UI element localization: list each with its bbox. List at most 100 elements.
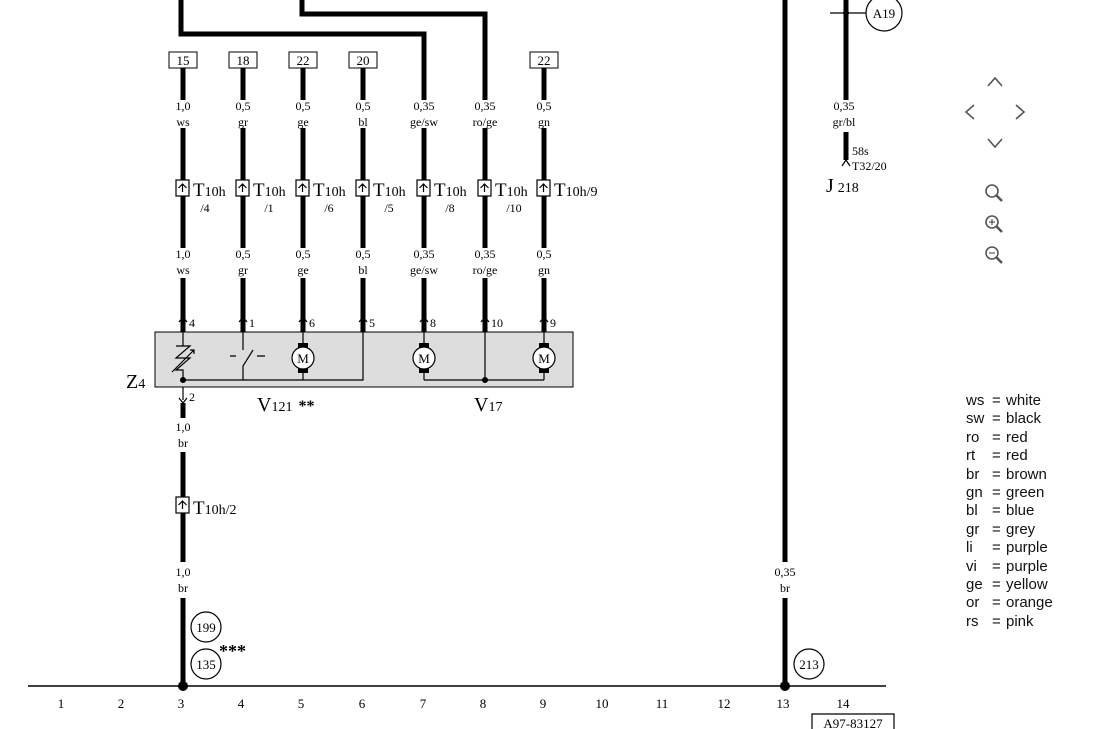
- reference-number: 135: [196, 657, 216, 672]
- pin-label: 58s: [852, 144, 869, 158]
- legend-name: pink: [1006, 612, 1034, 630]
- legend-name: grey: [1006, 520, 1036, 538]
- wire-gr-col2: 0,5 gr T10h /1 0,5 gr 1: [235, 99, 286, 332]
- motor-v121: M: [291, 343, 315, 373]
- connector-label: T32/20: [852, 159, 887, 173]
- pin-arrows: [178, 316, 549, 323]
- wire-ws-col1: 1,0 ws T10h /4 1,0 ws 4: [175, 99, 226, 332]
- legend-code: ro: [966, 428, 980, 446]
- wire-color: gr/bl: [833, 115, 856, 129]
- wire-size: 0,35: [475, 99, 496, 113]
- component-v17-label: V17: [474, 394, 502, 416]
- legend-name: orange: [1006, 594, 1053, 612]
- reference-number: 199: [196, 620, 216, 635]
- pan-left-icon[interactable]: [958, 102, 978, 124]
- connector-pin: /5: [384, 201, 393, 215]
- zoom-out-icon[interactable]: [985, 246, 1003, 264]
- legend-name: blue: [1006, 502, 1035, 520]
- pan-up-icon[interactable]: [984, 72, 1006, 90]
- terminal-22-b: 22: [529, 51, 559, 100]
- legend-row: gr=grey: [966, 521, 1053, 539]
- wire-size: 0,35: [414, 247, 435, 261]
- legend-code: sw: [966, 410, 985, 428]
- nav-controls: [958, 72, 1032, 264]
- legend-code: ge: [966, 576, 983, 594]
- legend-equals: =: [992, 520, 1001, 538]
- legend-code: vi: [966, 557, 977, 575]
- grid-number: 7: [420, 696, 427, 711]
- reference-circle: [190, 611, 222, 643]
- legend-row: gn = green: [966, 484, 1053, 502]
- legend-equals: =: [992, 447, 1001, 465]
- legend-name: black: [1006, 410, 1042, 428]
- legend-row: rs=pink: [966, 613, 1053, 631]
- grid-number: 2: [118, 696, 125, 711]
- wire-gn-col7: 0,5 gn T10h/9 0,5 gn 9: [536, 99, 598, 332]
- grid-number: 3: [178, 696, 185, 711]
- connector-pin: /6: [324, 201, 333, 215]
- wire-size: 0,35: [834, 99, 855, 113]
- wire-color: gr: [238, 263, 248, 277]
- pan-right-icon[interactable]: [1012, 102, 1032, 124]
- motor-col9: M: [532, 343, 556, 373]
- legend-name: green: [1006, 484, 1045, 502]
- legend-name: purple: [1006, 539, 1048, 557]
- lower-wire-br: 2 1,0 br T10h/2 1,0 br 199 135 ***: [175, 387, 246, 691]
- wire-color: bl: [358, 263, 368, 277]
- wire-color: br: [780, 581, 790, 595]
- wire-size: 1,0: [176, 420, 191, 434]
- legend-name: white: [1006, 392, 1042, 409]
- legend-name: yellow: [1006, 576, 1048, 594]
- legend-row: rt=red: [966, 447, 1053, 465]
- wire-color: ge/sw: [410, 115, 438, 129]
- wire-roge-col6: 0,35 ro/ge T10h /10 0,35 ro/ge 10: [473, 99, 528, 332]
- wire-bl-col4: 0,5 bl T10h /5 0,5 bl 5: [355, 99, 406, 332]
- wire-color: ws: [176, 115, 190, 129]
- zoom-in-icon[interactable]: [985, 215, 1003, 233]
- wire-color: ws: [176, 263, 190, 277]
- wire-size: 0,5: [356, 247, 371, 261]
- legend-equals: =: [992, 576, 1001, 594]
- wire-size: 0,5: [296, 99, 311, 113]
- terminal-label: 18: [237, 53, 250, 68]
- legend-code: li: [966, 539, 973, 557]
- legend-row: br=brown: [966, 466, 1053, 484]
- reference-number: A19: [873, 6, 895, 21]
- legend-code: rs: [966, 612, 979, 630]
- component-z4-label: Z4: [126, 371, 145, 393]
- legend-row: ws=white: [966, 392, 1053, 410]
- connector-label: T10h/9: [554, 180, 598, 201]
- wire-size: 0,35: [414, 99, 435, 113]
- pin-number: 9: [550, 316, 556, 330]
- pin-number: 5: [369, 316, 375, 330]
- footnote-mark: ***: [219, 641, 246, 661]
- grid-number: 4: [238, 696, 245, 711]
- legend-name: brown: [1006, 465, 1047, 483]
- legend-row: li = purple: [966, 539, 1053, 557]
- grid-number: 9: [540, 696, 547, 711]
- wire-size: 0,5: [236, 99, 251, 113]
- reference-circle: [865, 0, 903, 32]
- terminal-22: 22: [288, 51, 318, 100]
- motor-label: M: [297, 351, 309, 366]
- wire-color: br: [178, 581, 188, 595]
- pan-down-icon[interactable]: [984, 134, 1006, 152]
- legend-equals: =: [992, 484, 1001, 502]
- zoom-fit-icon[interactable]: [985, 184, 1003, 202]
- legend-code: gn: [966, 484, 983, 502]
- legend-row: vi=purple: [966, 558, 1053, 576]
- legend-equals: =: [992, 539, 1001, 557]
- connector-label: T10h: [193, 180, 226, 201]
- module-internals: [171, 332, 545, 381]
- terminal-boxes: 15 18 22 20 22: [168, 51, 559, 100]
- grid-number: 13: [777, 696, 790, 711]
- grid-number: 8: [480, 696, 487, 711]
- legend-equals: =: [992, 557, 1001, 575]
- pin-number: 4: [189, 316, 195, 330]
- motor-label: M: [418, 351, 430, 366]
- grid-number: 1: [58, 696, 65, 711]
- grid-number: 10: [596, 696, 609, 711]
- legend-row: or=orange: [966, 594, 1053, 612]
- wire-color: ge: [297, 263, 308, 277]
